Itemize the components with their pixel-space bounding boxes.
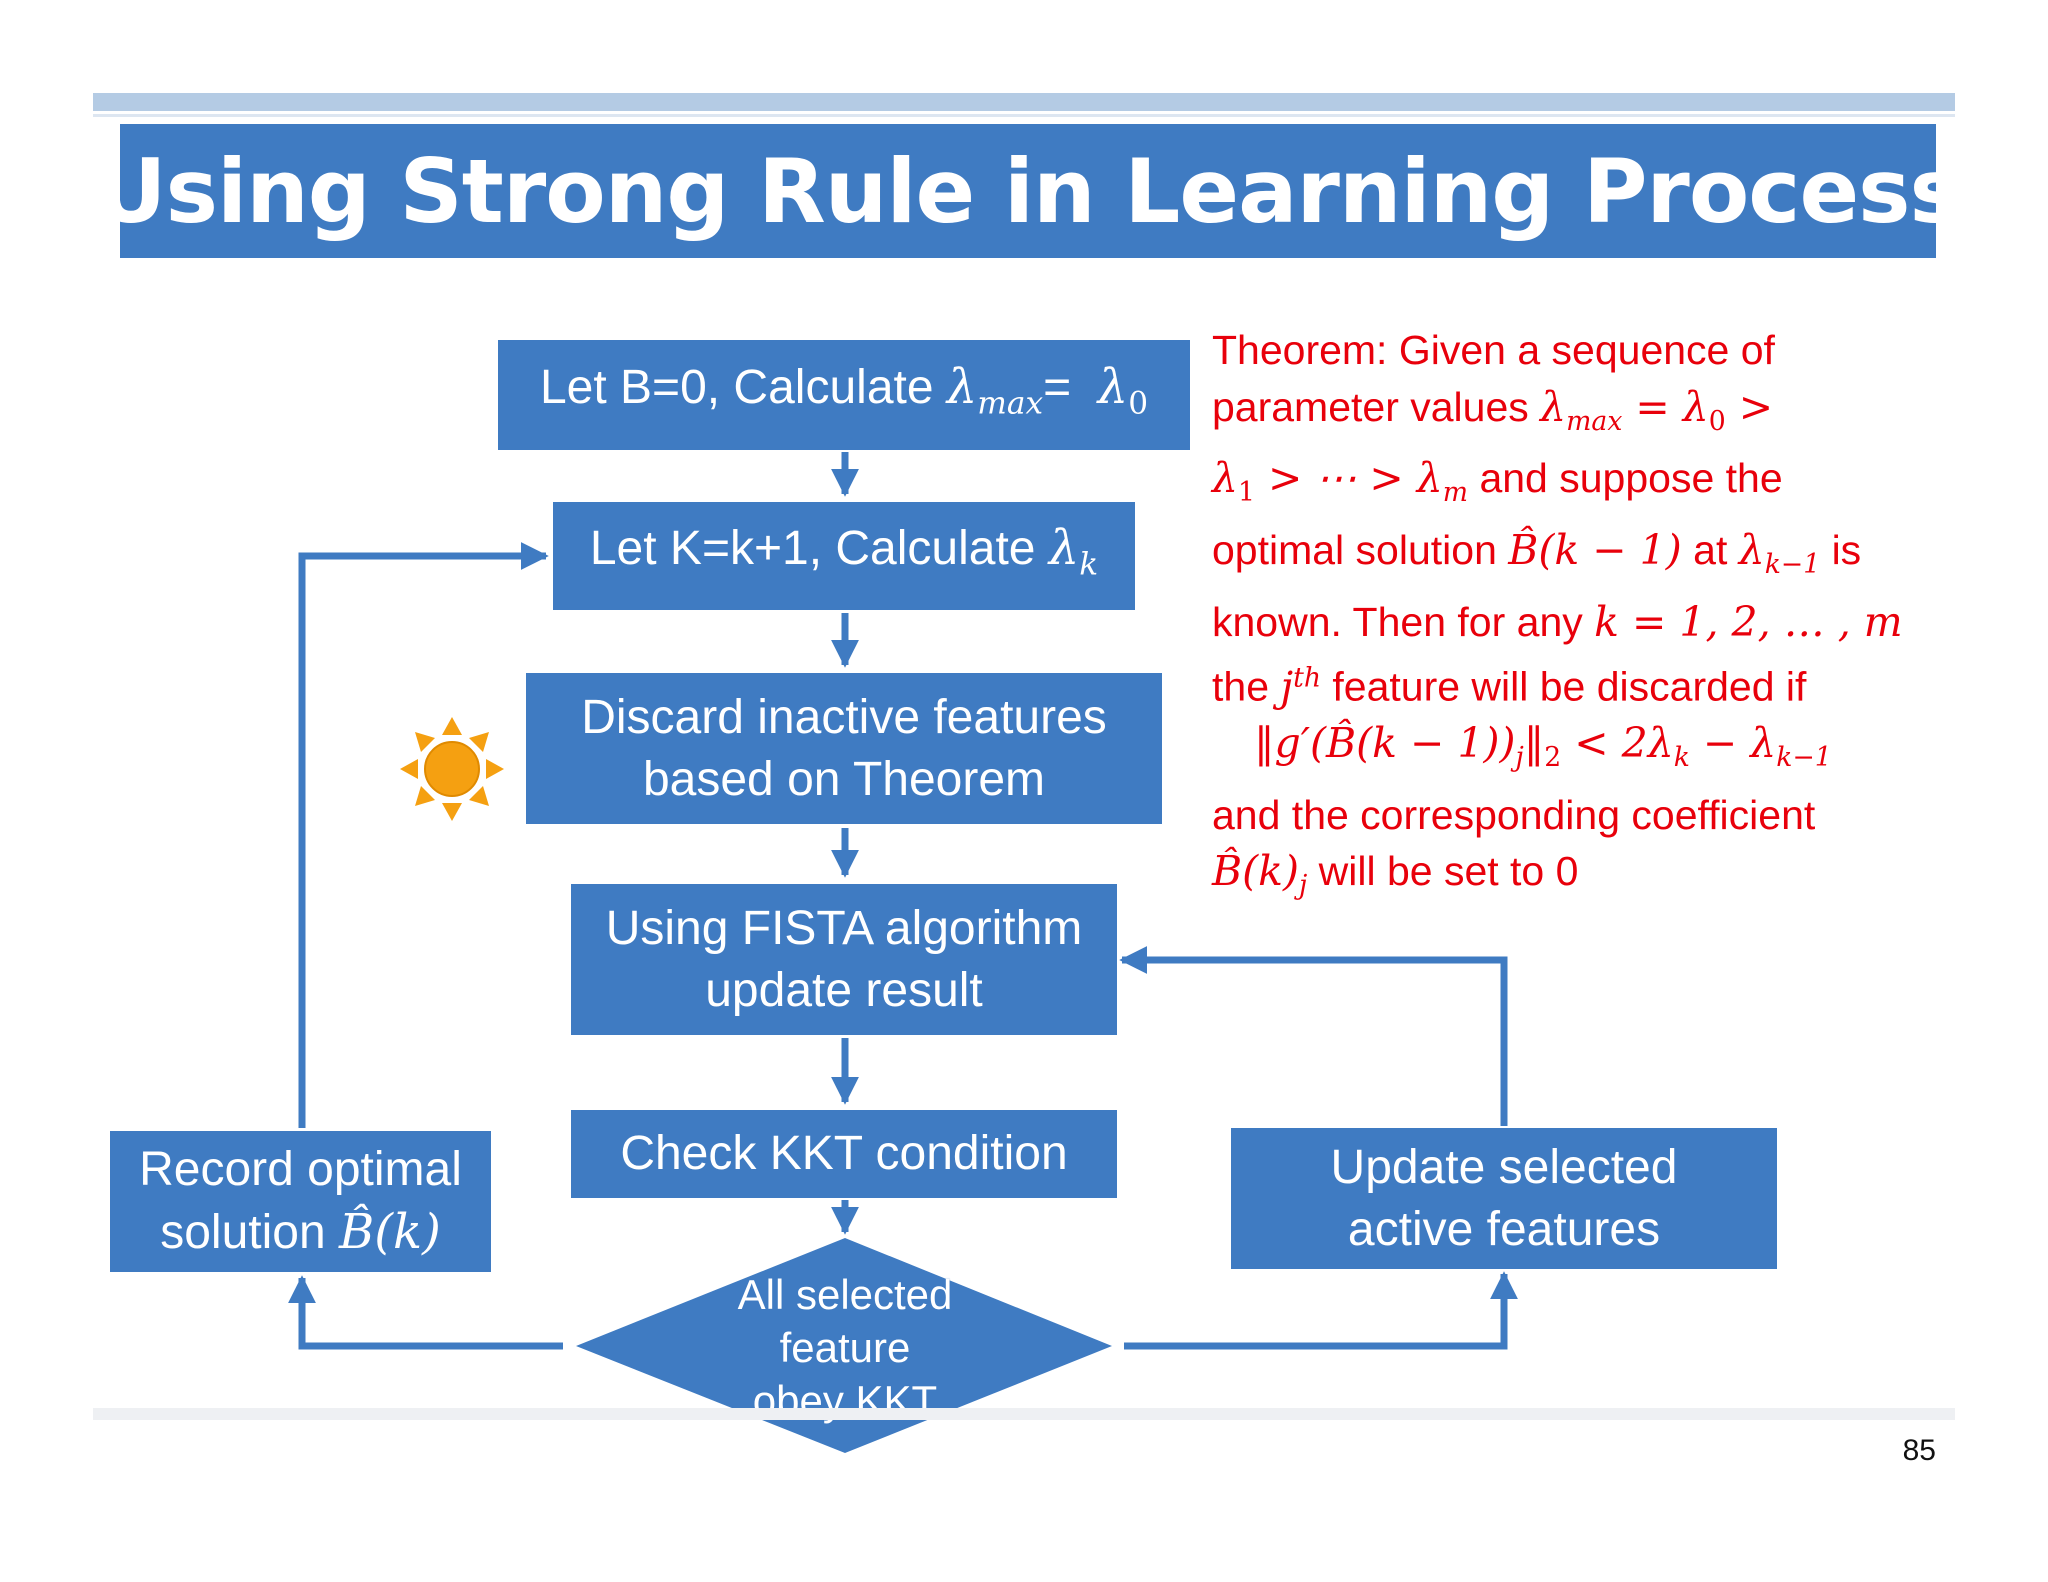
- theorem-text: Theorem: Given a sequence of parameter v…: [1212, 322, 1952, 915]
- slide-title: Using Strong Rule in Learning Process: [120, 124, 1936, 258]
- lambda-k-symbol: λk: [1048, 519, 1099, 583]
- step-increment-box: Let K=k+1, Calculate λk: [553, 502, 1135, 610]
- theorem-line-8: and the corresponding coefficient: [1212, 791, 1816, 838]
- step-fista-line2: update result: [705, 963, 983, 1017]
- step-discard-line1: Discard inactive features: [581, 690, 1107, 744]
- arrow-update-to-step4: [1119, 946, 1508, 1126]
- lambda-max-symbol: λmax: [946, 358, 1044, 422]
- step-init-box: Let B=0, Calculate λmax= λ0: [498, 340, 1190, 450]
- step-fista-line1: Using FISTA algorithm: [605, 901, 1083, 955]
- page-number: 85: [1902, 1434, 1936, 1467]
- theorem-line-6: the jth feature will be discarded if: [1212, 662, 1807, 711]
- step-init-label: Let B=0, Calculate: [539, 360, 947, 414]
- step-kkt-label: Check KKT condition: [620, 1127, 1068, 1180]
- equals-sign: =: [1043, 360, 1085, 414]
- header-rule: [93, 93, 1955, 111]
- step-discard-box: Discard inactive features based on Theor…: [526, 673, 1162, 824]
- decision-diamond: [576, 1238, 1112, 1453]
- step-fista-box: Using FISTA algorithm update result: [571, 884, 1117, 1035]
- theorem-line-2: parameter values λmax = λ0 >: [1212, 382, 1774, 437]
- update-line2: active features: [1347, 1202, 1661, 1256]
- decision-label: All selected feature obey KKT: [737, 1271, 953, 1424]
- header-rule-thin: [93, 114, 1955, 117]
- sun-icon: [400, 717, 504, 821]
- arrow-record-to-step2: [298, 542, 549, 1128]
- update-features-box: Update selected active features: [1231, 1128, 1777, 1269]
- arrow-decision-to-update: [1124, 1271, 1518, 1350]
- record-line1: Record optimal: [139, 1143, 462, 1196]
- theorem-line-9: B̂(k)j will be set to 0: [1212, 847, 1579, 902]
- lambda-zero-symbol: λ0: [1097, 358, 1149, 422]
- theorem-line-3: λ1 > ⋯ > λm and suppose the: [1212, 454, 1783, 509]
- step-discard-line2: based on Theorem: [642, 752, 1046, 806]
- theorem-line-7: ‖g′(B̂(k − 1))j‖2 < 2λk − λk−1: [1254, 719, 1832, 774]
- step-increment-label: Let K=k+1, Calculate: [589, 521, 1049, 575]
- theorem-line-4: optimal solution B̂(k − 1) at λk−1 is: [1212, 525, 1862, 581]
- step-kkt-box: Check KKT condition: [571, 1110, 1117, 1198]
- record-solution-box: Record optimal solution B̂(k): [110, 1131, 491, 1272]
- theorem-line-1: Theorem: Given a sequence of: [1212, 327, 1775, 373]
- record-line2: solution: [160, 1206, 339, 1259]
- update-line1: Update selected: [1330, 1140, 1678, 1194]
- arrow-decision-to-record: [288, 1275, 563, 1350]
- theorem-line-5: known. Then for any k = 1, 2, … , m: [1212, 597, 1903, 646]
- b-hat-k-symbol: B̂(k): [338, 1204, 441, 1260]
- footer-rule: [93, 1408, 1955, 1420]
